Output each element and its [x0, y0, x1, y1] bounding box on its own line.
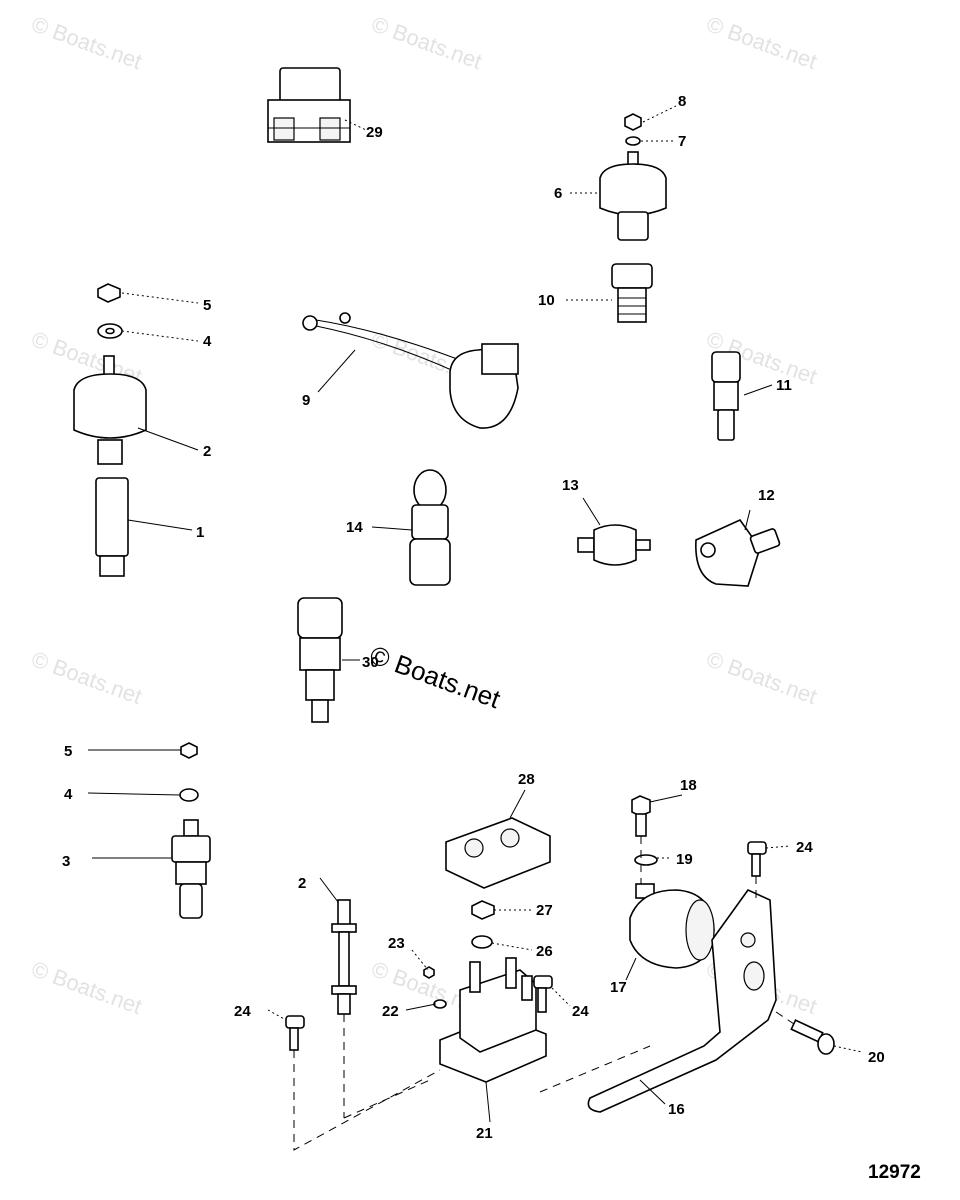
- callout-21: 21: [476, 1125, 493, 1142]
- part-24-screw-bracket: [747, 841, 767, 877]
- part-6-oil-pressure-sender: [599, 151, 667, 241]
- watermark: © Boats.net: [703, 11, 820, 74]
- callout-26: 26: [536, 943, 553, 960]
- part-23-nut: [423, 966, 435, 979]
- part-19-washer: [634, 854, 658, 866]
- leader-lines: [87, 105, 863, 1151]
- watermark: © Boats.net: [368, 11, 485, 74]
- callout-3: 3: [62, 853, 70, 870]
- callout-8: 8: [678, 93, 686, 110]
- part-18-screw: [631, 795, 651, 837]
- watermark: © Boats.net: [28, 11, 145, 74]
- callout-30: 30: [362, 654, 379, 671]
- callout-20: 20: [868, 1049, 885, 1066]
- part-29-relay: [267, 67, 351, 143]
- callout-29: 29: [366, 124, 383, 141]
- callout-12: 12: [758, 487, 775, 504]
- part-2-sender-upper: [73, 355, 147, 465]
- part-28-cover: [445, 817, 551, 889]
- watermark: © Boats.net: [28, 646, 145, 709]
- part-20-screw: [790, 1019, 835, 1055]
- callout-11: 11: [776, 377, 792, 394]
- callout-10: 10: [538, 292, 555, 309]
- part-3-temp-sender: [171, 819, 211, 919]
- part-11-sensor: [711, 351, 741, 441]
- callout-22: 22: [382, 1003, 399, 1020]
- callout-9: 9: [302, 392, 310, 409]
- callout-17: 17: [610, 979, 627, 996]
- part-14-connector: [409, 469, 451, 586]
- part-21-solenoid: [439, 957, 547, 1083]
- callout-27: 27: [536, 902, 553, 919]
- callout-5-lower: 5: [64, 743, 72, 760]
- part-5-nut-lower: [180, 742, 198, 759]
- drawing-number: 12972: [868, 1162, 921, 1183]
- callout-4-lower: 4: [64, 786, 73, 803]
- part-1-extension: [95, 477, 129, 577]
- callout-14: 14: [346, 519, 363, 536]
- callout-2-upper: 2: [203, 443, 211, 460]
- callout-5-upper: 5: [203, 297, 211, 314]
- part-9-harness: [302, 312, 519, 429]
- callout-23: 23: [388, 935, 405, 952]
- part-24-screw-solenoid: [533, 975, 553, 1013]
- part-4-washer-lower: [179, 788, 199, 802]
- callout-7: 7: [678, 133, 686, 150]
- callout-1: 1: [196, 524, 204, 541]
- part-17-solenoid: [629, 883, 715, 969]
- callout-4-upper: 4: [203, 333, 212, 350]
- part-8-nut: [624, 113, 642, 131]
- part-30-sensor: [297, 597, 343, 723]
- callout-24-solenoid: 24: [572, 1003, 589, 1020]
- callout-18: 18: [680, 777, 697, 794]
- callout-13: 13: [562, 477, 579, 494]
- part-7-washer: [625, 136, 641, 146]
- callout-2-lower: 2: [298, 875, 306, 892]
- part-16-bracket: [587, 889, 777, 1113]
- callout-6: 6: [554, 185, 562, 202]
- watermark-center: © Boats.net: [366, 639, 505, 714]
- callout-24-left: 24: [234, 1003, 251, 1020]
- callout-16: 16: [668, 1101, 685, 1118]
- part-4-washer-upper: [97, 323, 123, 339]
- callout-19: 19: [676, 851, 693, 868]
- callout-24-bracket: 24: [796, 839, 813, 856]
- part-13-switch: [577, 524, 651, 566]
- part-27-nut: [471, 900, 495, 920]
- part-10-adapter: [611, 263, 653, 323]
- part-5-nut-upper: [97, 283, 121, 303]
- part-26-washer: [471, 935, 493, 949]
- part-12-elbow: [695, 518, 781, 587]
- callout-labels: 29 8 7 6 10 5 4 2 1 9 11 12 13 14 30 5 4…: [62, 93, 885, 1142]
- watermark: © Boats.net: [703, 646, 820, 709]
- callout-28: 28: [518, 771, 535, 788]
- part-24-screw-left: [285, 1015, 305, 1051]
- watermark: © Boats.net: [28, 956, 145, 1019]
- part-2-stud: [331, 899, 357, 1015]
